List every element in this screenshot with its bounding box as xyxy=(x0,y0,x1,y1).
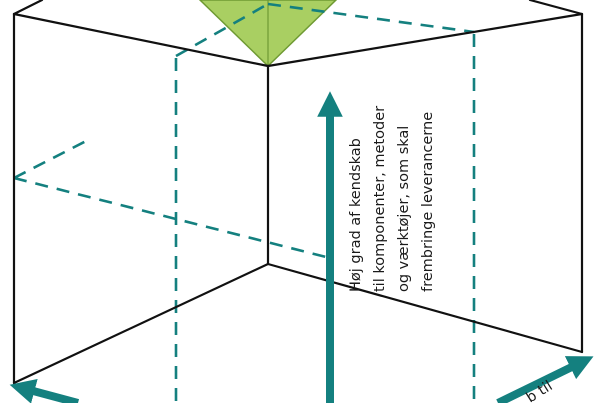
edge-back-bottom-left xyxy=(12,262,270,385)
edge-front-top-right xyxy=(266,12,584,68)
dashed-upper-right xyxy=(267,2,475,34)
dashed-planes xyxy=(13,2,476,403)
vertical-axis-label-line-4: frembringe leverancerne xyxy=(420,112,436,292)
cube-edges xyxy=(12,0,584,385)
edge-back-bottom-right xyxy=(266,262,584,354)
dashed-mid-front xyxy=(13,176,331,260)
vertical-axis-label-line-2: til komponenter, metoder xyxy=(372,106,388,292)
edge-top-left xyxy=(12,0,44,16)
vertical-axis-label-line-1: Høj grad af kendskab xyxy=(348,138,364,292)
vertical-axis-label-line-3: og værktøjer, som skal xyxy=(396,126,412,292)
left-axis-arrow xyxy=(9,378,80,403)
right-axis-arrow xyxy=(496,356,594,403)
dashed-mid-left xyxy=(13,136,93,180)
right-axis-label-fragment: b til xyxy=(524,378,556,403)
dashed-upper-left xyxy=(175,2,269,58)
edge-top-right xyxy=(528,0,584,16)
vertical-axis-label-group: Høj grad af kendskab til komponenter, me… xyxy=(348,106,436,292)
edge-front-top-left xyxy=(12,12,270,68)
axis-arrows xyxy=(9,91,594,403)
